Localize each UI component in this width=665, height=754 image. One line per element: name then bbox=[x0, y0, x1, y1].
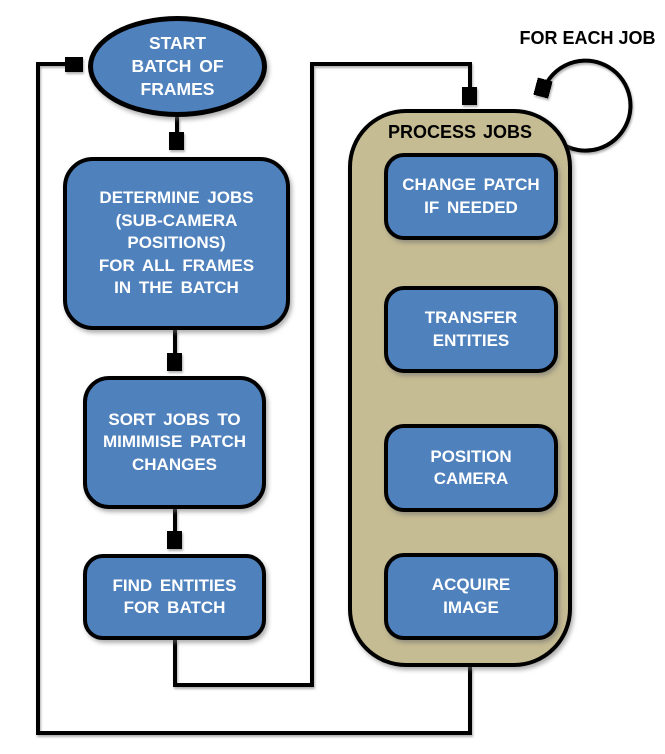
arrow-process-jobs-to-start bbox=[36, 64, 472, 735]
arrow-find-to-process-jobs bbox=[173, 62, 470, 687]
for-each-job-label: FOR EACH JOB bbox=[519, 28, 656, 48]
node-acquire-image: ACQUIRE IMAGE bbox=[384, 553, 558, 640]
process-jobs-label: PROCESS JOBS bbox=[387, 122, 533, 142]
arrow-for-each-job-loop bbox=[542, 58, 633, 153]
node-transfer-entities: TRANSFER ENTITIES bbox=[384, 286, 558, 373]
node-find-entities: FIND ENTITIES FOR BATCH bbox=[83, 554, 266, 640]
node-sort-jobs: SORT JOBS TO MIMIMISE PATCH CHANGES bbox=[83, 376, 266, 509]
node-determine-jobs: DETERMINE JOBS (SUB-CAMERA POSITIONS) FO… bbox=[63, 157, 290, 330]
node-change-patch: CHANGE PATCH IF NEEDED bbox=[384, 153, 558, 240]
node-start-batch-of-frames: START BATCH OF FRAMES bbox=[88, 16, 267, 117]
node-position-camera: POSITION CAMERA bbox=[384, 424, 558, 512]
